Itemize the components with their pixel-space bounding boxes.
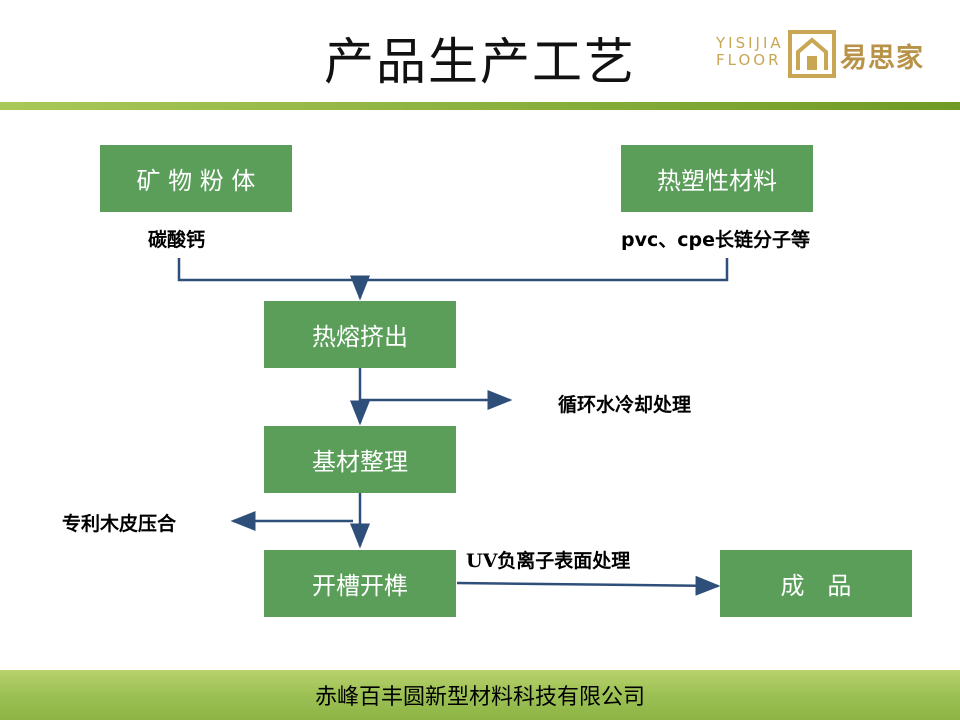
note-pvc-cpe: pvc、cpe长链分子等	[621, 229, 810, 251]
logo-en-line2: FLOOR	[716, 51, 782, 69]
company-name: 赤峰百丰圆新型材料科技有限公司	[314, 685, 645, 710]
logo-chinese-text: 易思家	[840, 43, 924, 74]
note-veneer-press: 专利木皮压合	[62, 513, 177, 535]
box-substrate-finishing: 基材整理	[264, 426, 456, 493]
box-thermoplastic: 热塑性材料	[621, 145, 813, 212]
header-divider-bar	[0, 102, 960, 110]
box-hot-melt-extrusion: 热熔挤出	[264, 301, 456, 368]
box-mineral-powder: 矿 物 粉 体	[100, 145, 292, 212]
logo-en-line1: YISIJIA	[716, 34, 784, 52]
arrow-groove-to-product	[456, 575, 721, 596]
logo-english-text: YISIJIA FLOOR	[716, 35, 784, 69]
box-grooving: 开槽开榫	[264, 550, 456, 617]
page-title: 产品生产工艺	[324, 33, 636, 91]
merge-connector	[177, 258, 729, 282]
company-logo: YISIJIA FLOOR 易思家	[716, 30, 946, 80]
box-finished-product: 成 品	[720, 550, 912, 617]
note-uv-treatment: UV负离子表面处理	[466, 550, 631, 572]
note-water-cooling: 循环水冷却处理	[558, 394, 692, 416]
note-calcium-carbonate: 碳酸钙	[148, 229, 206, 251]
house-icon	[788, 30, 836, 78]
footer-bar: 赤峰百丰圆新型材料科技有限公司	[0, 670, 960, 720]
